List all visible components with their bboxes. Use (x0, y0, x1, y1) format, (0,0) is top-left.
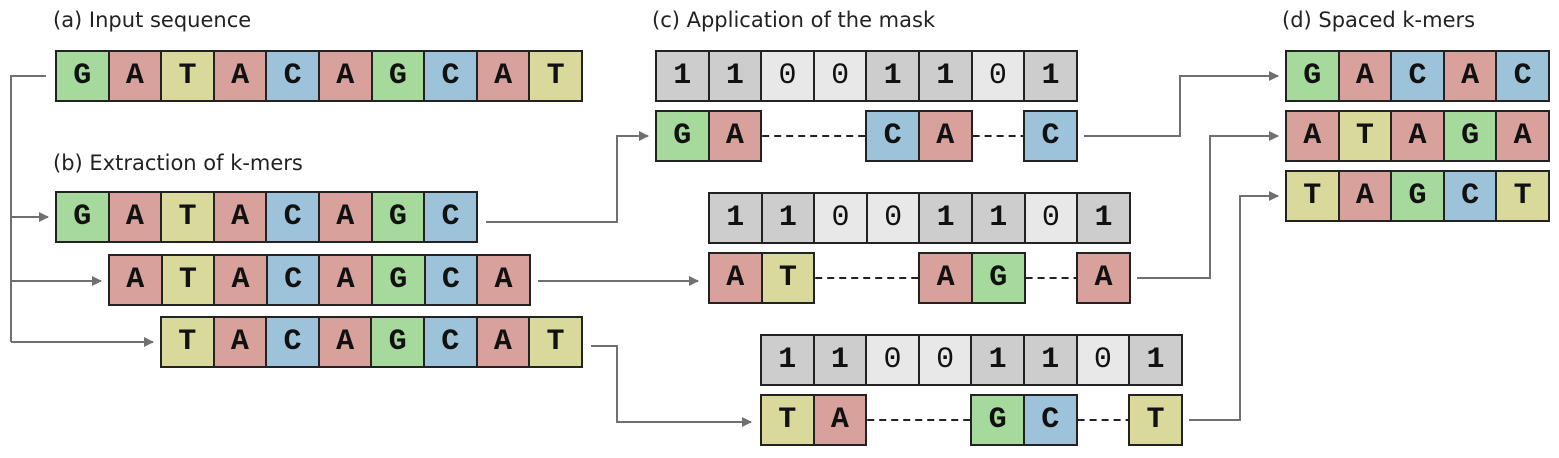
mask-bit-1: 1 (970, 334, 1025, 386)
kmer-1-base-A: A (107, 191, 163, 243)
mask-bit-1: 1 (760, 192, 816, 244)
mask-bit-0: 0 (760, 50, 815, 102)
kmer-3-base-C: C (265, 316, 320, 368)
input-base-T: T (528, 50, 583, 102)
arrow-mask3-to-spaced (1189, 191, 1279, 421)
kmer-2-base-T: T (160, 254, 216, 306)
mask-bit-1: 1 (1076, 192, 1131, 244)
mask-bit-1: 1 (865, 50, 920, 102)
masked-base-T: T (760, 394, 815, 446)
spaced-2-base-A: A (1495, 110, 1550, 162)
mask-bit-1: 1 (812, 334, 868, 386)
kmer-2-base-A: A (108, 254, 163, 306)
mask-bit-0: 0 (812, 50, 868, 102)
input-base-C: C (265, 50, 320, 102)
masked-base-A: A (708, 252, 763, 304)
masked-base-A: A (918, 110, 973, 162)
mask-bit-0: 0 (865, 192, 921, 244)
mask-bit-1: 1 (918, 192, 973, 244)
mask-bit-1: 1 (1023, 334, 1078, 386)
kmer-2-base-G: G (371, 254, 426, 306)
mask-bit-1: 1 (760, 334, 815, 386)
kmer-1-base-T: T (160, 191, 215, 243)
input-base-A: A (318, 50, 373, 102)
kmer-2-base-A: A (318, 254, 373, 306)
arrow-kmer3-to-mask (591, 345, 752, 427)
input-base-T: T (160, 50, 215, 102)
spaced-3-base-A: A (1337, 170, 1393, 222)
kmer-2-base-A: A (213, 254, 268, 306)
input-base-G: G (370, 50, 426, 102)
spaced-2-base-A: A (1390, 110, 1445, 162)
title-input-sequence: (a) Input sequence (53, 8, 252, 32)
spaced-1-base-A: A (1337, 50, 1393, 102)
masked-base-A: A (812, 394, 868, 446)
spaced-3-base-C: C (1442, 170, 1498, 222)
masked-base-A: A (1076, 252, 1131, 304)
kmer-1-base-A: A (212, 191, 268, 243)
masked-base-C: C (1023, 110, 1078, 162)
input-base-A: A (212, 50, 268, 102)
mask-bit-1: 1 (918, 50, 973, 102)
title-spaced-kmers: (d) Spaced k-mers (1282, 8, 1476, 32)
kmer-3-base-G: G (370, 316, 425, 368)
spaced-3-base-T: T (1285, 170, 1340, 222)
mask-bit-0: 0 (917, 334, 973, 386)
masked-base-C: C (865, 110, 920, 162)
spaced-1-base-C: C (1495, 50, 1550, 102)
title-mask-application: (c) Application of the mask (652, 8, 936, 32)
mask-bit-0: 0 (970, 50, 1026, 102)
mask-bit-1: 1 (971, 192, 1026, 244)
mask-bit-1: 1 (655, 50, 710, 102)
spaced-1-base-A: A (1442, 50, 1498, 102)
spaced-1-base-C: C (1390, 50, 1445, 102)
input-base-G: G (55, 50, 110, 102)
spaced-3-base-T: T (1495, 170, 1550, 222)
kmer-2-base-C: C (265, 254, 321, 306)
mask-bit-0: 0 (813, 192, 868, 244)
spaced-2-base-T: T (1337, 110, 1393, 162)
input-base-A: A (107, 50, 163, 102)
title-extraction: (b) Extraction of k-mers (53, 151, 303, 175)
arrow-kmer1-to-mask (486, 131, 649, 223)
mask-bit-1: 1 (708, 192, 763, 244)
masked-base-G: G (971, 252, 1026, 304)
kmer-1-base-C: C (423, 191, 478, 243)
spaced-1-base-G: G (1285, 50, 1340, 102)
kmer-3-base-A: A (212, 316, 268, 368)
masked-base-G: G (655, 110, 710, 162)
masked-base-G: G (970, 394, 1025, 446)
mask-bit-1: 1 (1023, 50, 1078, 102)
masked-base-T: T (760, 252, 816, 304)
spaced-2-base-G: G (1442, 110, 1498, 162)
kmer-1-base-C: C (265, 191, 320, 243)
kmer-3-base-A: A (475, 316, 531, 368)
mask-bit-0: 0 (865, 334, 920, 386)
kmer-1-base-G: G (55, 191, 110, 243)
mask-bit-0: 0 (1023, 192, 1079, 244)
mask-bit-1: 1 (1128, 334, 1183, 386)
input-base-C: C (423, 50, 478, 102)
masked-base-T: T (1128, 394, 1183, 446)
masked-base-A: A (918, 252, 973, 304)
spaced-2-base-A: A (1285, 110, 1340, 162)
kmer-3-base-T: T (160, 316, 215, 368)
input-base-A: A (475, 50, 531, 102)
arrow-mask1-to-spaced (1084, 71, 1279, 137)
spaced-3-base-G: G (1390, 170, 1445, 222)
arrow-mask2-to-spaced (1137, 131, 1279, 279)
arrow-input-trunk (10, 75, 46, 342)
mask-bit-1: 1 (707, 50, 763, 102)
masked-base-A: A (707, 110, 763, 162)
masked-base-C: C (1023, 394, 1078, 446)
kmer-1-base-A: A (318, 191, 373, 243)
kmer-3-base-A: A (317, 316, 373, 368)
kmer-2-base-A: A (476, 254, 531, 306)
kmer-3-base-C: C (423, 316, 478, 368)
mask-bit-0: 0 (1075, 334, 1131, 386)
kmer-2-base-C: C (423, 254, 479, 306)
kmer-3-base-T: T (528, 316, 583, 368)
kmer-1-base-G: G (370, 191, 426, 243)
